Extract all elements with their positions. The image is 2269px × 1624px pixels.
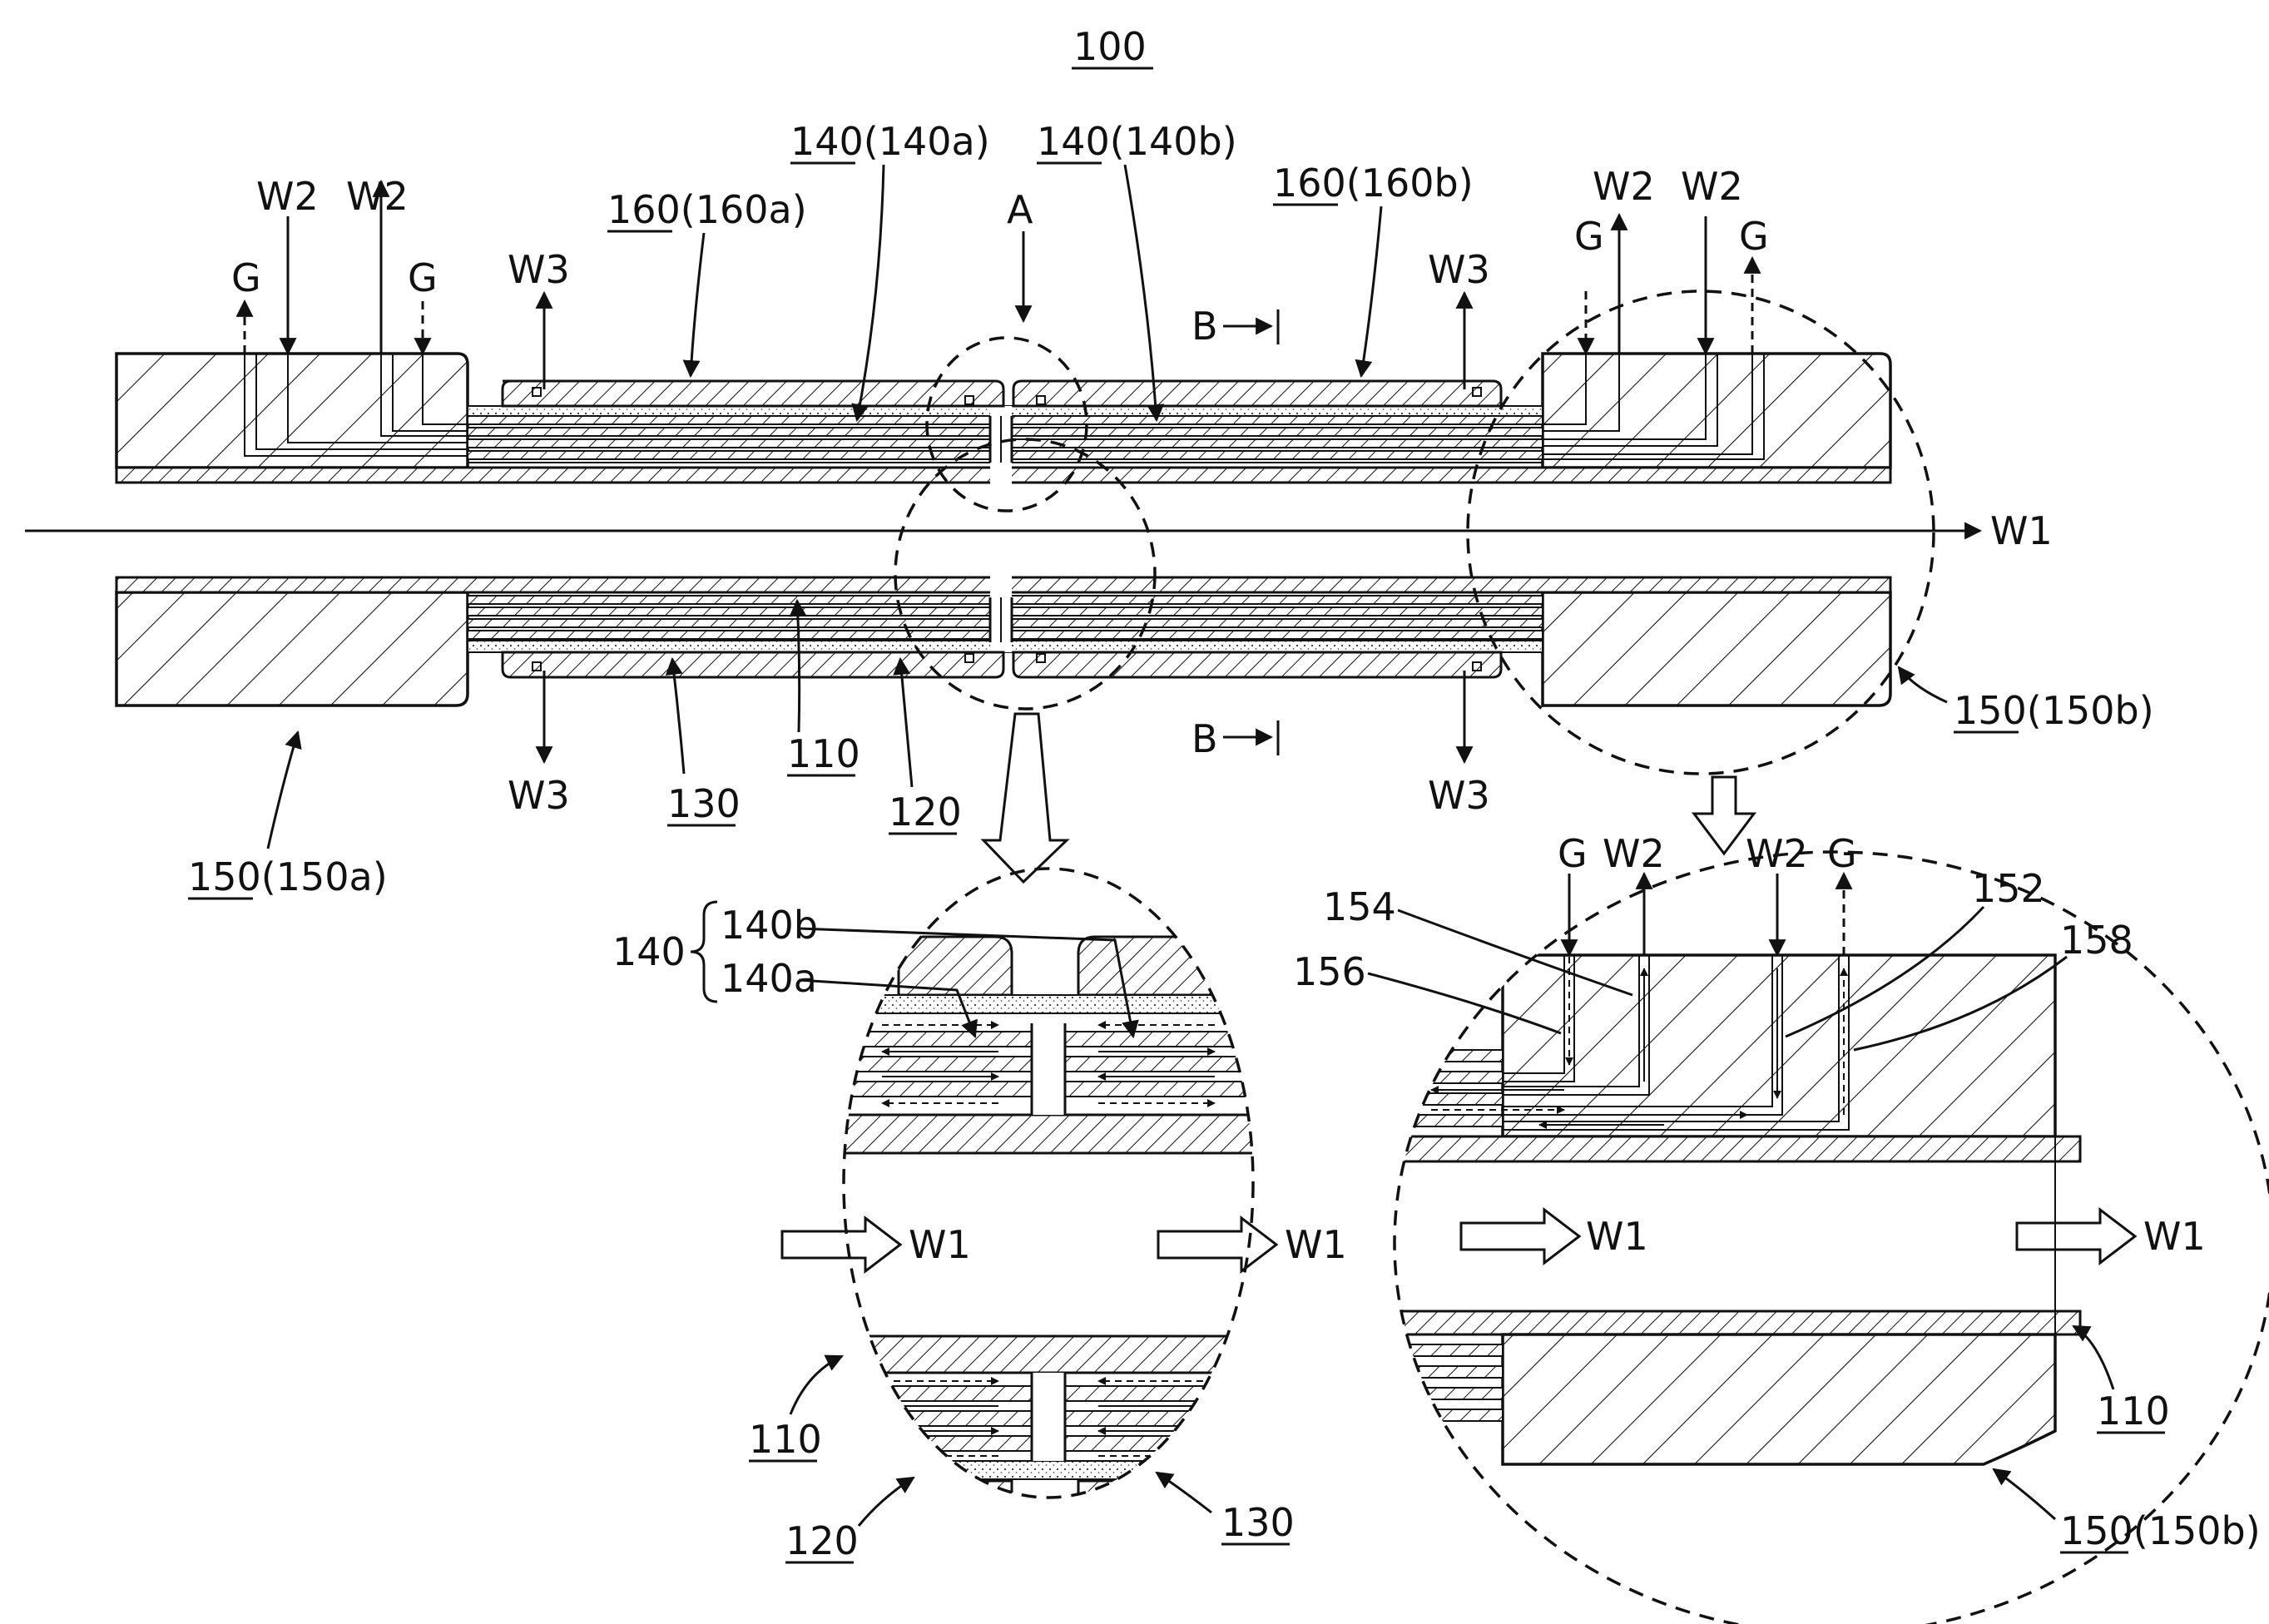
svg-text:150(150b): 150(150b) xyxy=(2060,1508,2261,1553)
svg-text:W3: W3 xyxy=(1428,247,1490,292)
svg-text:W1: W1 xyxy=(1586,1214,1648,1259)
svg-text:110: 110 xyxy=(787,731,860,776)
svg-text:W1: W1 xyxy=(1990,508,2053,553)
svg-text:G: G xyxy=(1574,214,1604,259)
flow-w1-main: W1 xyxy=(25,508,2053,553)
end-block-left-lower xyxy=(115,591,469,707)
svg-text:W1: W1 xyxy=(2143,1214,2206,1259)
svg-text:150(150a): 150(150a) xyxy=(188,854,388,899)
svg-text:W3: W3 xyxy=(1428,773,1490,818)
svg-text:W1: W1 xyxy=(1285,1222,1347,1267)
jacket-160a-top xyxy=(501,379,1005,408)
flow-arrows-right: G W2 W2 G xyxy=(1574,164,1769,356)
jacket-160a-bottom xyxy=(501,651,1005,679)
svg-text:W2: W2 xyxy=(346,174,409,219)
svg-text:140(140a): 140(140a) xyxy=(790,119,990,164)
svg-text:110: 110 xyxy=(749,1417,822,1462)
main-reference-labels: 140(140a) 140(140b) 160(160a) 160(160b) … xyxy=(188,119,2154,900)
svg-text:130: 130 xyxy=(667,781,741,826)
svg-text:110: 110 xyxy=(2097,1389,2170,1433)
svg-text:140a: 140a xyxy=(721,956,817,1001)
flow-arrows-left: G W2 W2 G xyxy=(231,174,438,356)
svg-text:100: 100 xyxy=(1073,24,1147,69)
svg-text:152: 152 xyxy=(1972,866,2045,911)
flow-arrows-w3: W3 W3 W3 W3 xyxy=(508,247,1490,818)
svg-text:W3: W3 xyxy=(508,247,570,292)
svg-text:160(160b): 160(160b) xyxy=(1273,161,1474,205)
detail-circle-right xyxy=(1466,290,1935,775)
section-line-b: B B xyxy=(1191,304,1280,761)
jacket-160b-bottom xyxy=(1012,651,1503,679)
svg-text:120: 120 xyxy=(889,790,962,834)
svg-text:W1: W1 xyxy=(909,1222,971,1267)
detail-view-a: W1 W1 140 140b 140a 110 120 130 xyxy=(612,867,1347,1564)
detail-circle-center xyxy=(894,438,1157,710)
svg-text:G: G xyxy=(1827,831,1857,876)
svg-text:W2: W2 xyxy=(1603,831,1665,876)
svg-text:154: 154 xyxy=(1323,884,1396,929)
svg-text:160(160a): 160(160a) xyxy=(607,187,807,232)
svg-text:G: G xyxy=(1739,214,1769,259)
svg-text:A: A xyxy=(1007,187,1033,232)
svg-text:W2: W2 xyxy=(1593,164,1655,209)
svg-text:W2: W2 xyxy=(1746,831,1808,876)
svg-text:140b: 140b xyxy=(721,903,818,948)
svg-text:G: G xyxy=(231,255,261,300)
svg-text:150(150b): 150(150b) xyxy=(1954,688,2154,733)
svg-text:G: G xyxy=(1558,831,1588,876)
svg-text:W2: W2 xyxy=(1681,164,1743,209)
svg-text:140: 140 xyxy=(612,929,686,974)
svg-text:140(140b): 140(140b) xyxy=(1037,119,1237,164)
svg-text:B: B xyxy=(1191,716,1218,761)
svg-text:156: 156 xyxy=(1293,949,1366,994)
svg-text:B: B xyxy=(1191,304,1218,349)
svg-text:G: G xyxy=(408,255,438,300)
detail-circle-a xyxy=(925,336,1088,512)
svg-text:120: 120 xyxy=(785,1518,859,1563)
detail-view-150b: G W2 W2 G 154 156 152 158 W1 W1 110 150(… xyxy=(1293,831,2269,1624)
end-block-left xyxy=(115,352,469,469)
svg-text:W3: W3 xyxy=(508,773,570,818)
svg-text:158: 158 xyxy=(2060,918,2133,963)
figure-number: 100 xyxy=(1072,24,1153,70)
jacket-160b-top xyxy=(1012,379,1503,408)
svg-text:W2: W2 xyxy=(256,174,319,219)
svg-text:130: 130 xyxy=(1221,1500,1295,1545)
end-block-right-lower xyxy=(1541,591,1892,707)
